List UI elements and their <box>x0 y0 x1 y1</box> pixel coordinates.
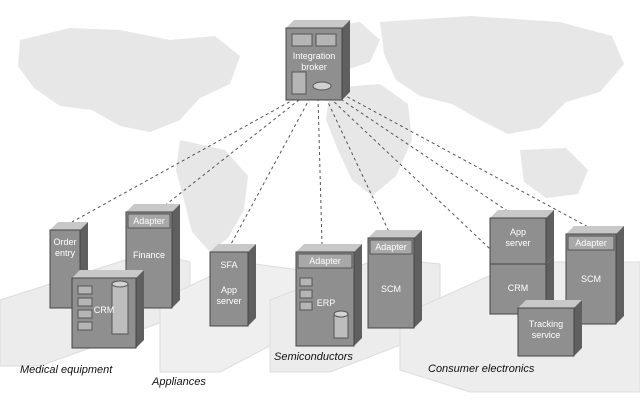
integration-broker-node: Integration broker <box>285 20 350 101</box>
broker-label-line2: broker <box>301 62 327 72</box>
tracking-label-line2: service <box>532 330 561 340</box>
sfa-app-label: App <box>221 285 237 295</box>
order-entry-node: Order entry <box>49 222 88 309</box>
connector-app-server <box>335 95 513 215</box>
connector-sfa <box>229 97 311 247</box>
tracking-service-node: Tracking service <box>517 300 582 357</box>
erp-label: ERP <box>317 298 336 308</box>
erp-adapter-label: Adapter <box>309 256 341 266</box>
tracking-label-line1: Tracking <box>529 319 563 329</box>
crm-medical-label: CRM <box>94 305 115 315</box>
order-entry-label-line1: Order <box>53 237 76 247</box>
finance-adapter <box>127 213 171 229</box>
sfa-app-server-node: SFA App server <box>209 244 256 327</box>
segment-label-semiconductors: Semiconductors <box>274 351 353 363</box>
segment-label-appliances: Appliances <box>151 376 206 388</box>
scm-semi-label: SCM <box>381 284 401 294</box>
finance-adapter-label: Adapter <box>133 216 165 226</box>
segment-label-medical: Medical equipment <box>20 364 113 376</box>
scm-ce-adapter-label: Adapter <box>575 238 607 248</box>
crm-medical-node: CRM <box>71 270 144 349</box>
erp-node: Adapter ERP <box>295 244 362 347</box>
scm-ce-node: Adapter SCM <box>565 226 624 325</box>
scm-semi-adapter <box>369 239 413 255</box>
scm-semi-adapter-label: Adapter <box>375 242 407 252</box>
connector-scm-ce <box>341 93 591 229</box>
connector-order-entry <box>71 95 301 223</box>
segment-label-consumer: Consumer electronics <box>428 363 535 375</box>
connector-scm-semi <box>325 97 391 235</box>
order-entry-label-line2: entry <box>55 248 76 258</box>
crm-ce-node: CRM <box>489 256 554 315</box>
app-server-ce-label-line1: App <box>510 227 526 237</box>
app-server-ce-label-line2: server <box>505 238 530 248</box>
scm-ce-label: SCM <box>581 274 601 284</box>
sfa-server-label: server <box>216 296 241 306</box>
sfa-label: SFA <box>220 260 237 270</box>
erp-adapter <box>297 253 353 269</box>
app-server-ce-node: App server <box>489 210 554 265</box>
scm-ce-adapter <box>567 235 615 251</box>
broker-label-line1: Integration <box>293 51 336 61</box>
connector-erp <box>317 97 323 245</box>
connector-finance <box>153 95 305 215</box>
scm-semi-node: Adapter SCM <box>367 230 422 329</box>
crm-ce-label: CRM <box>508 283 529 293</box>
finance-label: Finance <box>133 250 165 260</box>
